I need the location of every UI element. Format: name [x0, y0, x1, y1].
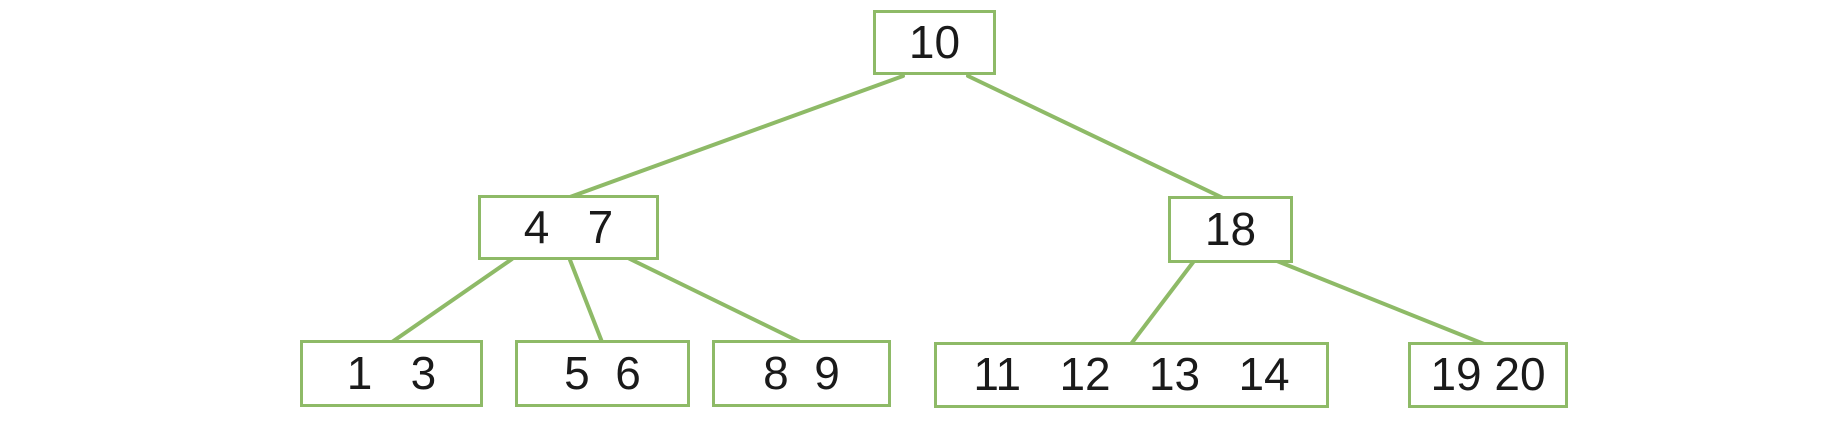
node-keys: 18 — [1204, 202, 1257, 255]
tree-node-8-9: 8 9 — [712, 340, 891, 407]
node-keys: 19 20 — [1430, 348, 1546, 400]
node-keys: 1 3 — [346, 346, 437, 399]
node-keys: 10 — [908, 15, 961, 68]
edge-18-to-11-14 — [1129, 259, 1196, 346]
node-keys: 4 7 — [523, 200, 614, 253]
tree-node-4-7: 4 7 — [478, 195, 659, 260]
tree-node-18: 18 — [1168, 196, 1293, 263]
edge-4-7-to-1-3 — [390, 257, 514, 344]
edge-18-to-19-20 — [1275, 259, 1486, 346]
edge-4-7-to-5-6 — [568, 258, 604, 344]
edge-4-7-to-8-9 — [626, 256, 802, 344]
edge-root-to-4-7 — [568, 74, 905, 199]
node-keys: 8 9 — [763, 346, 840, 399]
tree-node-1-3: 1 3 — [300, 340, 483, 407]
tree-node-19-20: 19 20 — [1408, 342, 1568, 408]
edge-root-to-18 — [966, 74, 1225, 200]
node-keys: 5 6 — [564, 346, 641, 399]
tree-node-root-10: 10 — [873, 10, 996, 75]
tree-node-5-6: 5 6 — [515, 340, 690, 407]
node-keys: 11 12 13 14 — [973, 348, 1290, 400]
tree-node-11-12-13-14: 11 12 13 14 — [934, 342, 1329, 408]
